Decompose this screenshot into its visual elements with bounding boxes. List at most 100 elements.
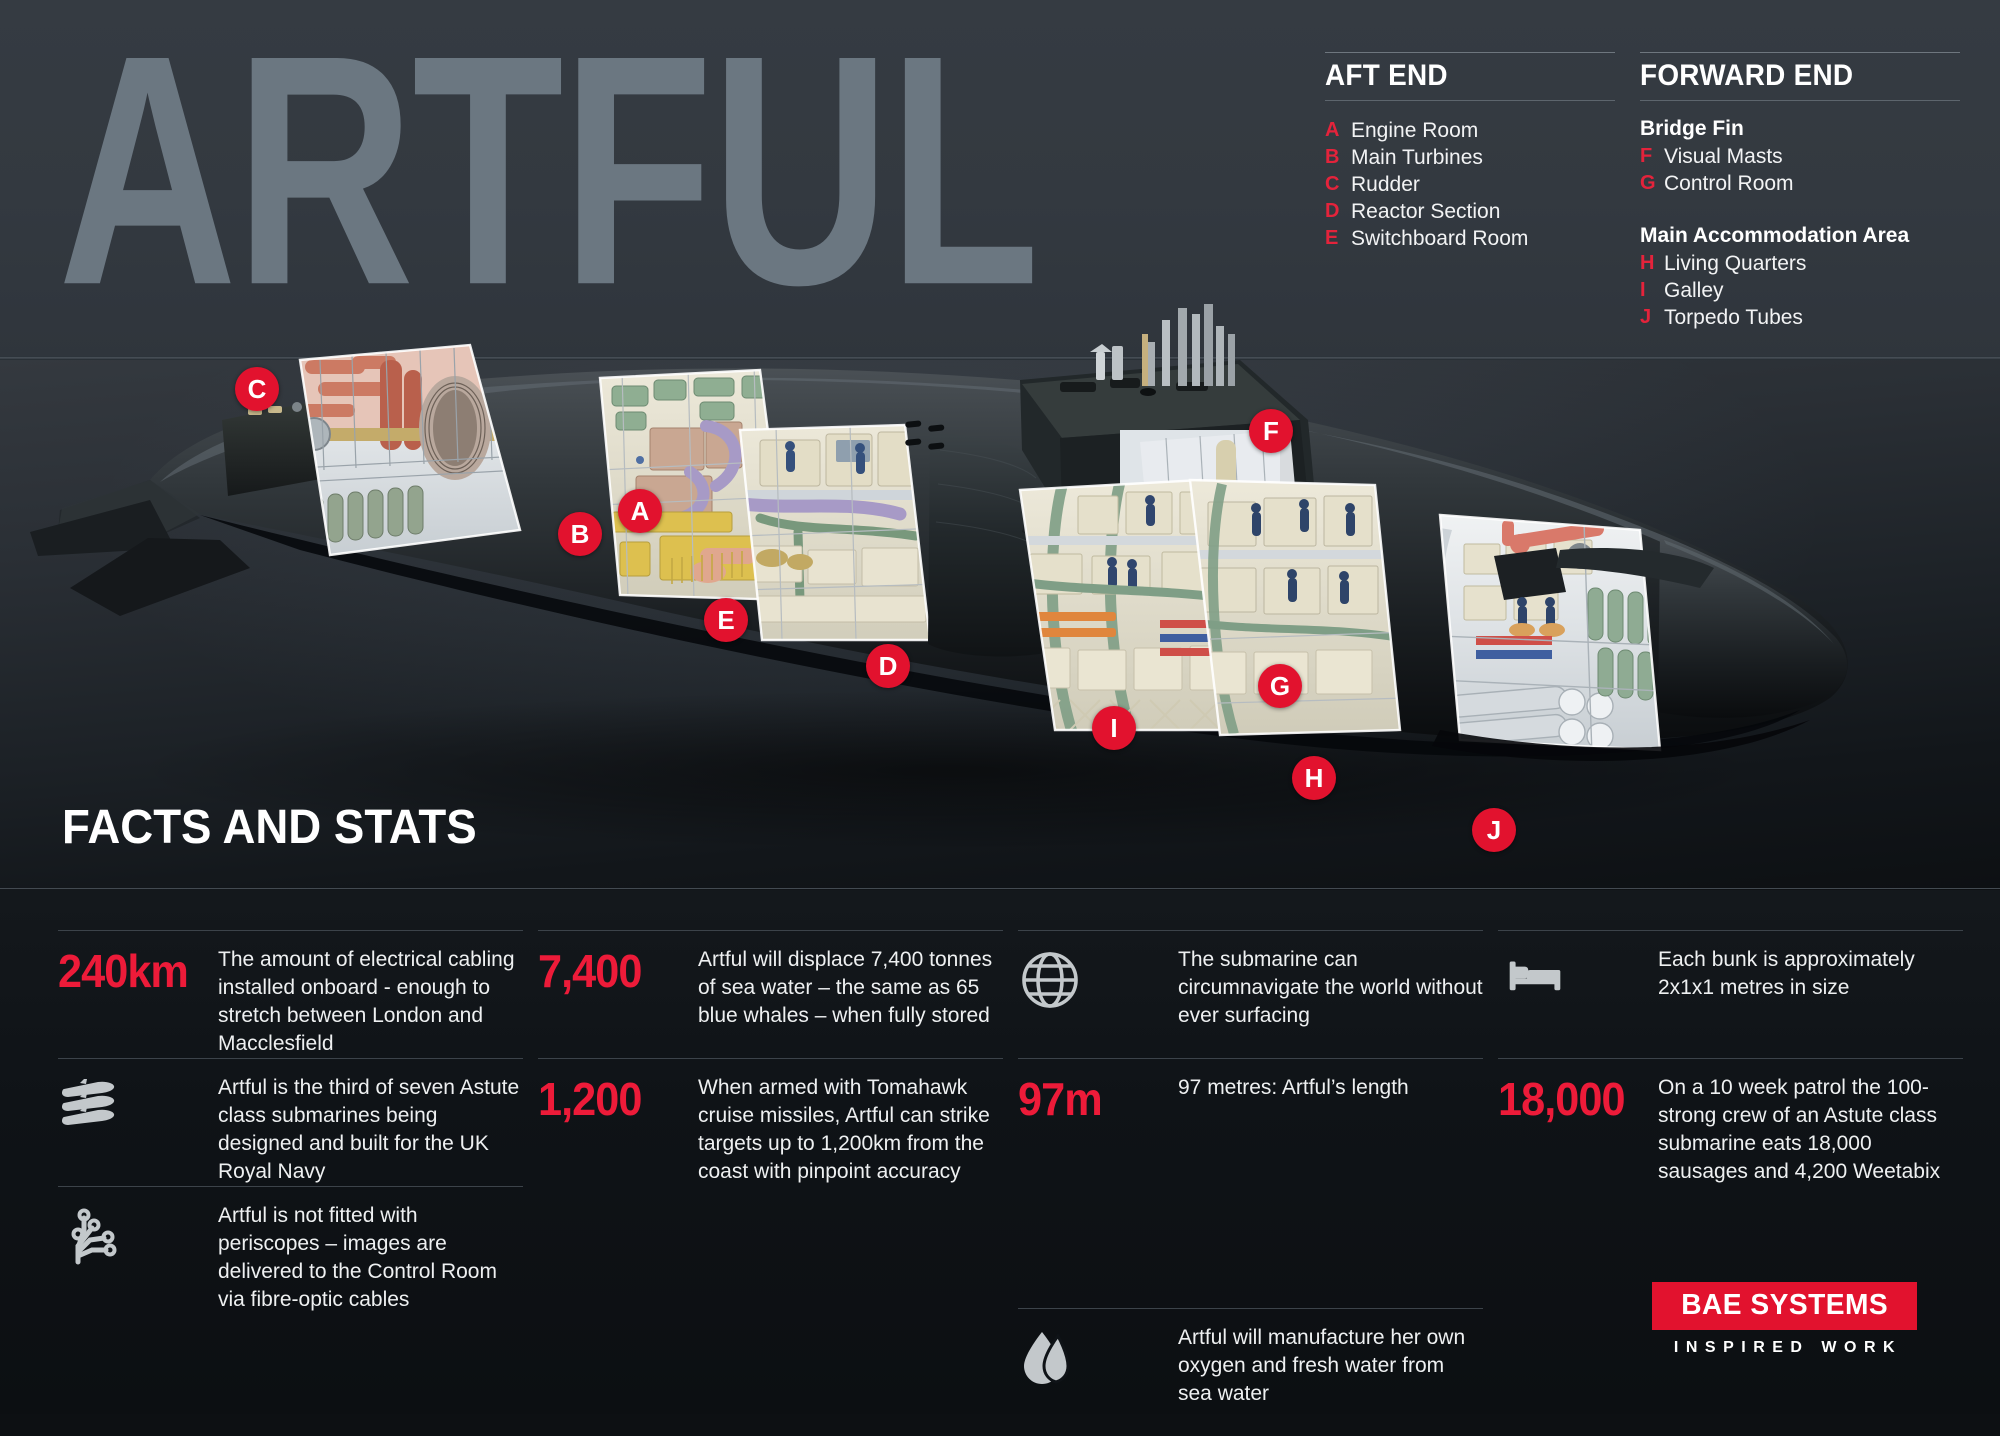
legend-fwd-heading: FORWARD END (1640, 59, 1854, 92)
fact-number: 240km (58, 945, 189, 997)
fact-item: Artful is the third of seven Astute clas… (58, 1058, 523, 1186)
legend-label-j: Torpedo Tubes (1664, 306, 1803, 329)
diagram-marker-h[interactable]: H (1292, 756, 1336, 800)
facts-column-2: 7,400 Artful will displace 7,400 tonnes … (538, 930, 1003, 1436)
legend-item-f[interactable]: F Visual Masts (1640, 143, 1960, 170)
fact-item: Artful will manufacture her own oxygen a… (1018, 1308, 1483, 1436)
fact-text: Artful is not fitted with periscopes – i… (218, 1204, 497, 1311)
legend-key-d: D (1325, 200, 1340, 222)
fact-item: Artful is not fitted with periscopes – i… (58, 1186, 523, 1314)
legend-item-g[interactable]: G Control Room (1640, 170, 1960, 197)
bae-logo-bar: BAE SYSTEMS (1652, 1282, 1917, 1330)
legend-label-d: Reactor Section (1351, 200, 1501, 223)
fact-item: 7,400 Artful will displace 7,400 tonnes … (538, 930, 1003, 1058)
legend-item-h[interactable]: H Living Quarters (1640, 250, 1960, 277)
legend-label-h: Living Quarters (1664, 252, 1807, 275)
diagram-marker-f[interactable]: F (1249, 409, 1293, 453)
fact-item: The submarine can circumnavigate the wor… (1018, 930, 1483, 1058)
fact-visual: 240km (58, 946, 218, 994)
legend-label-c: Rudder (1351, 173, 1420, 196)
legend-key-e: E (1325, 227, 1339, 249)
diagram-marker-e[interactable]: E (704, 598, 748, 642)
facts-column-4: Each bunk is approximately 2x1x1 metres … (1498, 930, 1963, 1436)
fact-number: 7,400 (538, 945, 642, 997)
legend-label-e: Switchboard Room (1351, 227, 1529, 250)
legend-aft-end: AFT END A Engine Room B Main Turbines C … (1325, 52, 1615, 252)
diagram-marker-b[interactable]: B (558, 512, 602, 556)
facts-section-divider (0, 888, 2000, 889)
legend-forward-end: FORWARD END Bridge Fin F Visual Masts G … (1640, 52, 1960, 331)
diagram-marker-g[interactable]: G (1258, 664, 1302, 708)
bunk-bed-icon (1509, 961, 1561, 991)
header-band: ARTFUL AFT END A Engine Room B Main Turb… (0, 0, 2000, 360)
fact-visual: 1,200 (538, 1074, 698, 1122)
fact-visual (1018, 946, 1178, 1012)
legend-item-d[interactable]: D Reactor Section (1325, 198, 1615, 225)
fact-text: Artful will manufacture her own oxygen a… (1178, 1326, 1466, 1405)
legend-fwd-items: Bridge Fin F Visual Masts G Control Room… (1640, 101, 1960, 331)
fact-text: Artful is the third of seven Astute clas… (218, 1076, 520, 1183)
three-submarines-icon (62, 1079, 115, 1125)
legend-label-f: Visual Masts (1664, 145, 1783, 168)
fact-visual (58, 1074, 218, 1140)
legend-key-j: J (1640, 306, 1652, 328)
fact-item: Each bunk is approximately 2x1x1 metres … (1498, 930, 1963, 1058)
legend-label-b: Main Turbines (1351, 146, 1483, 169)
fact-item: 1,200 When armed with Tomahawk cruise mi… (538, 1058, 1003, 1318)
legend-rule-bottom-fwd (1640, 100, 1960, 101)
diagram-marker-a[interactable]: A (618, 489, 662, 533)
legend-label-g: Control Room (1664, 172, 1794, 195)
legend-key-c: C (1325, 173, 1340, 195)
fact-text: Each bunk is approximately 2x1x1 metres … (1658, 948, 1915, 999)
legend-key-h: H (1640, 252, 1655, 274)
legend-label-a: Engine Room (1351, 119, 1479, 142)
legend-key-i: I (1640, 279, 1646, 301)
fibre-optic-cable-icon (71, 1208, 117, 1265)
fact-text: The amount of electrical cabling install… (218, 948, 515, 1055)
fact-text: The submarine can circumnavigate the wor… (1178, 948, 1483, 1027)
legend-group-main-accommodation: Main Accommodation Area (1640, 224, 1910, 247)
fact-visual (1018, 1324, 1178, 1390)
fact-number: 97m (1018, 1073, 1103, 1125)
fact-visual: 18,000 (1498, 1074, 1658, 1122)
fact-visual: 97m (1018, 1074, 1178, 1122)
fact-text: When armed with Tomahawk cruise missiles… (698, 1076, 990, 1183)
legend-group-bridge-fin: Bridge Fin (1640, 117, 1744, 140)
diagram-marker-i[interactable]: I (1092, 706, 1136, 750)
legend-key-b: B (1325, 146, 1340, 168)
globe-icon (1022, 952, 1078, 1008)
legend-item-i[interactable]: I Galley (1640, 277, 1960, 304)
fact-text: 97 metres: Artful’s length (1178, 1076, 1409, 1099)
legend-item-c[interactable]: C Rudder (1325, 171, 1615, 198)
legend-item-a[interactable]: A Engine Room (1325, 117, 1615, 144)
facts-section-title: FACTS AND STATS (62, 801, 477, 854)
fact-visual: 7,400 (538, 946, 698, 994)
fact-item: 240km The amount of electrical cabling i… (58, 930, 523, 1058)
fact-number: 1,200 (538, 1073, 642, 1125)
diagram-marker-d[interactable]: D (866, 644, 910, 688)
fact-visual (58, 1202, 218, 1268)
legend-aft-items: A Engine Room B Main Turbines C Rudder D… (1325, 101, 1615, 252)
legend-item-e[interactable]: E Switchboard Room (1325, 225, 1615, 252)
diagram-marker-j[interactable]: J (1472, 808, 1516, 852)
page-title: ARTFUL (58, 0, 1040, 354)
bae-logo-name: BAE SYSTEMS (1681, 1289, 1888, 1321)
legend-item-b[interactable]: B Main Turbines (1325, 144, 1615, 171)
legend-key-a: A (1325, 119, 1340, 141)
legend-aft-heading: AFT END (1325, 59, 1448, 92)
fact-text: On a 10 week patrol the 100-strong crew … (1658, 1076, 1941, 1183)
legend-key-g: G (1640, 172, 1656, 194)
fact-text: Artful will displace 7,400 tonnes of sea… (698, 948, 993, 1027)
fact-item: 97m 97 metres: Artful’s length (1018, 1058, 1483, 1308)
legend-key-f: F (1640, 145, 1653, 167)
fact-item: 18,000 On a 10 week patrol the 100-stron… (1498, 1058, 1963, 1318)
legend-rule-top (1325, 52, 1615, 53)
diagram-marker-c[interactable]: C (235, 367, 279, 411)
legend-label-i: Galley (1664, 279, 1724, 302)
facts-column-3: The submarine can circumnavigate the wor… (1018, 930, 1483, 1436)
facts-column-1: 240km The amount of electrical cabling i… (58, 930, 523, 1436)
facts-grid: 240km The amount of electrical cabling i… (58, 930, 1963, 1436)
water-droplet-icon (1024, 1332, 1070, 1384)
fact-visual (1498, 946, 1658, 1002)
legend-item-j[interactable]: J Torpedo Tubes (1640, 304, 1960, 331)
